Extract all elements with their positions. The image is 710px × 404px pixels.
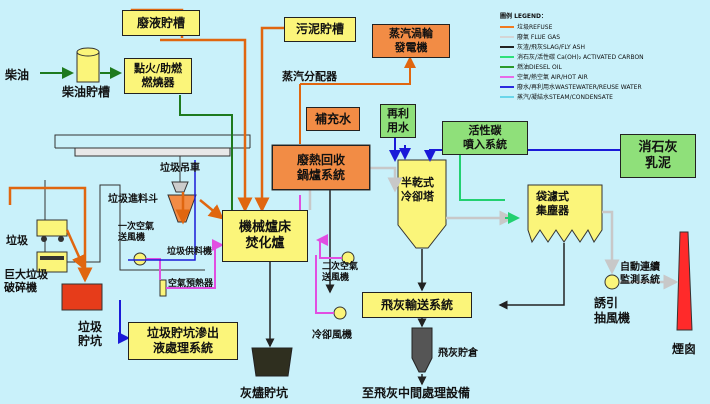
carbon-lines (459, 155, 520, 224)
waste-liquid-tank-box: 廢液貯槽 (122, 10, 200, 36)
steam-distributor-label: 蒸汽分配器 (282, 70, 337, 83)
refuse-pit-shape (61, 283, 103, 311)
diesel-tank-drum (76, 47, 100, 83)
cems-label: 自動連續 監測系統 (620, 262, 660, 286)
legend-title: 圖例 LEGEND： (500, 13, 548, 20)
stoker-incinerator-box: 機械爐床 焚化爐 (222, 210, 308, 262)
legend-swatch (500, 95, 514, 98)
legend-item: 垃圾REFUSE (500, 22, 705, 31)
legend-item: 廢氣 FLUE GAS (500, 32, 705, 41)
activated-carbon-box: 活性碳 噴入系統 (442, 121, 528, 155)
steam-turbine-box: 蒸汽渦輪 發電機 (372, 24, 450, 58)
ash-pit-shape (251, 347, 293, 377)
id-fan-label: 誘引 抽風機 (594, 296, 631, 325)
secondary-air-fan-label: 二次空氣 送風機 (322, 262, 359, 283)
leachate-system-box: 垃圾貯坑滲出 液處理系統 (128, 322, 238, 360)
to-fly-ash-facility-label: 至飛灰中間處理設備 (362, 386, 471, 400)
legend-item: 廢水/再利用水WASTEWATER/REUSE WATER (500, 82, 705, 91)
semi-dry-tower-label: 半乾式 冷卻塔 (401, 176, 434, 204)
legend-swatch (500, 45, 514, 48)
primary-air-fan-icon (133, 252, 147, 266)
legend-item: 灰渣/飛灰SLAG/FLY ASH (500, 42, 705, 51)
makeup-water-box: 補充水 (306, 107, 360, 131)
fly-ash-conveyor-box: 飛灰輸送系統 (362, 292, 472, 318)
refuse-label: 垃圾 (6, 234, 28, 247)
ash-lines (265, 190, 565, 386)
shredder-label: 巨大垃圾 破碎機 (4, 268, 48, 295)
diesel-tank-label: 柴油貯槽 (62, 85, 111, 99)
stack-label: 煙囪 (672, 342, 697, 356)
baghouse-label: 袋濾式 集塵器 (536, 190, 569, 218)
refuse-feeder-label: 垃圾供料機 (167, 247, 213, 257)
slaked-lime-box: 消石灰 乳泥 (620, 134, 696, 178)
air-preheater-label: 空氣預熱器 (168, 279, 214, 289)
stack-shape (676, 231, 693, 331)
ignition-burner-box: 點火/助燃 燃燒器 (124, 58, 192, 94)
legend-swatch (500, 35, 514, 38)
diesel-label: 柴油 (5, 68, 30, 82)
reuse-water-box: 再利 用水 (380, 104, 416, 138)
cooling-fan-label: 冷卻風機 (312, 330, 352, 341)
legend-item: 蒸汽/凝結水STEAM/CONDENSATE (500, 92, 705, 101)
cooling-fan-icon (333, 306, 347, 320)
refuse-lines (8, 8, 285, 283)
sludge-tank-box: 污泥貯槽 (284, 17, 356, 42)
legend-item: 空氣/熱空氣 AIR/HOT AIR (500, 72, 705, 81)
legend-item: 消石灰/活性碳 Ca(OH)₂ ACTIVATED CARBON (500, 52, 705, 61)
legend-item: 燃油DIESEL OIL (500, 62, 705, 71)
tower-shape (397, 159, 447, 249)
legend-swatch (500, 75, 514, 78)
refuse-crane-label: 垃圾吊車 (160, 163, 200, 174)
baghouse-shape (527, 184, 603, 244)
legend-swatch (500, 25, 514, 28)
fly-ash-silo-label: 飛灰貯倉 (438, 348, 478, 359)
air-lines (146, 195, 342, 314)
shredder-icon (36, 251, 68, 273)
ash-pit-label: 灰燼貯坑 (240, 386, 289, 400)
legend-swatch (500, 55, 514, 58)
legend-swatch (500, 65, 514, 68)
refuse-pit-label: 垃圾 貯坑 (78, 320, 103, 349)
legend-swatch (500, 85, 514, 88)
refuse-truck-icon (36, 219, 68, 242)
diesel-lines (40, 67, 238, 222)
primary-air-fan-label: 一次空氣 送風機 (118, 222, 155, 243)
refuse-hopper-label: 垃圾進料斗 (108, 194, 158, 205)
id-fan-icon (604, 274, 620, 290)
waste-heat-boiler-box: 廢熱回收 鍋爐系統 (272, 145, 370, 190)
air-preheater-icon (159, 279, 167, 297)
fly-ash-silo-shape (411, 327, 433, 373)
